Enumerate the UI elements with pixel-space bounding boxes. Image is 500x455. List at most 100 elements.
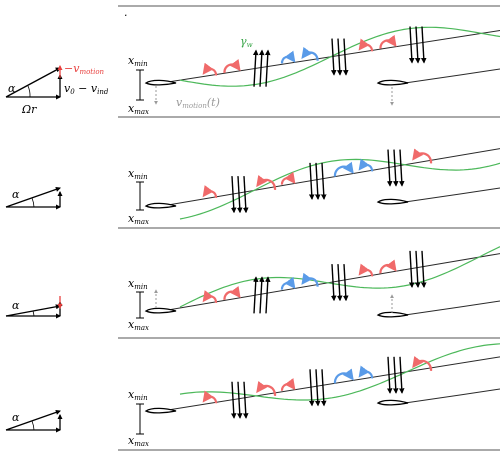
gamma-w-curve bbox=[179, 246, 500, 308]
red-vortex bbox=[223, 59, 241, 73]
induced-velocity-arrow bbox=[264, 276, 271, 314]
velocity-triangle-4: α bbox=[5, 409, 63, 433]
induced-velocity-arrow bbox=[408, 26, 415, 64]
alpha-label: α bbox=[8, 82, 16, 95]
gamma-w-label: γw bbox=[240, 35, 253, 49]
induced-velocity-arrow bbox=[252, 276, 259, 314]
row-dividers bbox=[118, 5, 500, 451]
induced-velocity-arrow bbox=[408, 250, 415, 288]
blue-vortex bbox=[301, 46, 319, 61]
next-blade-wake bbox=[404, 300, 500, 316]
x-min-label: xmin bbox=[128, 54, 148, 68]
induced-velocity-arrow bbox=[342, 264, 349, 302]
x-max-label: xmax bbox=[128, 434, 149, 448]
airfoil-trailing bbox=[376, 198, 409, 205]
wake-row-1 bbox=[144, 26, 500, 106]
induced-velocity-arrow bbox=[230, 381, 237, 419]
red-vortex bbox=[280, 378, 296, 391]
gamma-w-curve bbox=[179, 26, 500, 87]
x-max-label: xmax bbox=[128, 318, 149, 332]
red-vortex bbox=[412, 148, 433, 164]
induced-velocity-arrow bbox=[398, 149, 405, 187]
red-vortex bbox=[202, 185, 218, 198]
x-range-marker-4: xmin xmax bbox=[128, 388, 149, 448]
induced-velocity-arrow bbox=[314, 369, 321, 407]
induced-velocity-arrow bbox=[392, 356, 399, 394]
red-vortex bbox=[412, 355, 433, 371]
blue-vortex bbox=[280, 276, 296, 290]
red-vortex bbox=[358, 38, 374, 52]
v-motion-t-label: vmotion(t) bbox=[176, 96, 220, 110]
velocity-triangle-1: α Ωr −vmotion v0 − vind bbox=[5, 62, 109, 116]
induced-velocity-arrow bbox=[230, 176, 237, 214]
wake-sheet-line bbox=[167, 253, 500, 311]
blue-vortex bbox=[301, 272, 319, 287]
induced-velocity-arrow bbox=[264, 49, 271, 87]
induced-velocity-arrow bbox=[392, 149, 399, 187]
omega-r-label: Ωr bbox=[21, 103, 37, 116]
wake-row-4 bbox=[144, 343, 500, 419]
alpha-label: α bbox=[12, 299, 20, 312]
induced-velocity-arrow bbox=[386, 356, 393, 394]
gamma-w-curve bbox=[179, 343, 500, 401]
induced-velocity-arrow bbox=[258, 49, 265, 87]
blue-vortex bbox=[333, 161, 354, 177]
induced-velocity-arrow bbox=[242, 176, 249, 214]
red-vortex bbox=[202, 290, 218, 303]
wake-row-2 bbox=[144, 148, 500, 220]
induced-velocity-arrow bbox=[414, 250, 421, 288]
wake-layer bbox=[144, 26, 500, 419]
next-blade-wake bbox=[404, 68, 500, 84]
x-min-label: xmin bbox=[128, 167, 148, 181]
induced-velocity-arrow bbox=[242, 381, 249, 419]
induced-velocity-arrow bbox=[314, 162, 321, 200]
x-range-marker-2: xmin xmax bbox=[128, 167, 149, 226]
x-min-label: xmin bbox=[128, 388, 148, 402]
induced-velocity-arrow bbox=[308, 162, 315, 200]
induced-velocity-arrow bbox=[330, 264, 337, 302]
neg-v-motion-label: −vmotion bbox=[64, 62, 105, 76]
red-vortex bbox=[358, 263, 374, 277]
airfoil-leading bbox=[144, 307, 177, 314]
velocity-triangle-2: α bbox=[5, 186, 63, 210]
airfoil-leading bbox=[144, 407, 177, 414]
red-vortex bbox=[280, 171, 296, 185]
alpha-label: α bbox=[12, 188, 20, 201]
wake-sheet-line bbox=[167, 30, 500, 83]
induced-velocity-arrow bbox=[236, 381, 243, 419]
red-vortex bbox=[256, 380, 277, 396]
blue-vortex bbox=[358, 365, 374, 379]
airfoil-leading bbox=[144, 202, 177, 209]
blue-vortex bbox=[280, 50, 296, 64]
induced-velocity-arrow bbox=[320, 369, 327, 407]
velocity-triangle-3: α bbox=[5, 296, 63, 319]
induced-velocity-arrow bbox=[330, 38, 337, 76]
next-blade-wake bbox=[404, 388, 500, 404]
red-vortex bbox=[256, 174, 277, 190]
red-vortex bbox=[379, 34, 397, 49]
induced-velocity-arrow bbox=[414, 26, 421, 64]
induced-velocity-arrow bbox=[336, 38, 343, 76]
airfoil-trailing bbox=[376, 399, 409, 406]
x-range-marker-1: xmin xmax bbox=[128, 54, 149, 116]
airfoil-leading bbox=[144, 79, 177, 86]
next-blade-wake bbox=[404, 187, 500, 203]
induced-velocity-arrow bbox=[236, 176, 243, 214]
red-vortex bbox=[202, 62, 218, 76]
x-range-marker-3: xmin xmax bbox=[128, 277, 149, 332]
airfoil-trailing bbox=[376, 79, 409, 86]
wake-sheet-line bbox=[167, 148, 500, 206]
induced-velocity-arrow bbox=[386, 149, 393, 187]
induced-velocity-arrow bbox=[420, 250, 427, 288]
induced-velocity-arrow bbox=[420, 26, 427, 64]
v0-minus-vind-label: v0 − vind bbox=[64, 82, 109, 96]
x-max-label: xmax bbox=[128, 212, 149, 226]
wake-row-3 bbox=[144, 246, 500, 318]
induced-velocity-arrow bbox=[320, 162, 327, 200]
red-vortex bbox=[223, 286, 241, 300]
x-min-label: xmin bbox=[128, 277, 148, 291]
induced-velocity-arrow bbox=[342, 38, 349, 76]
alpha-label: α bbox=[12, 411, 20, 424]
airfoil-trailing bbox=[376, 311, 409, 318]
